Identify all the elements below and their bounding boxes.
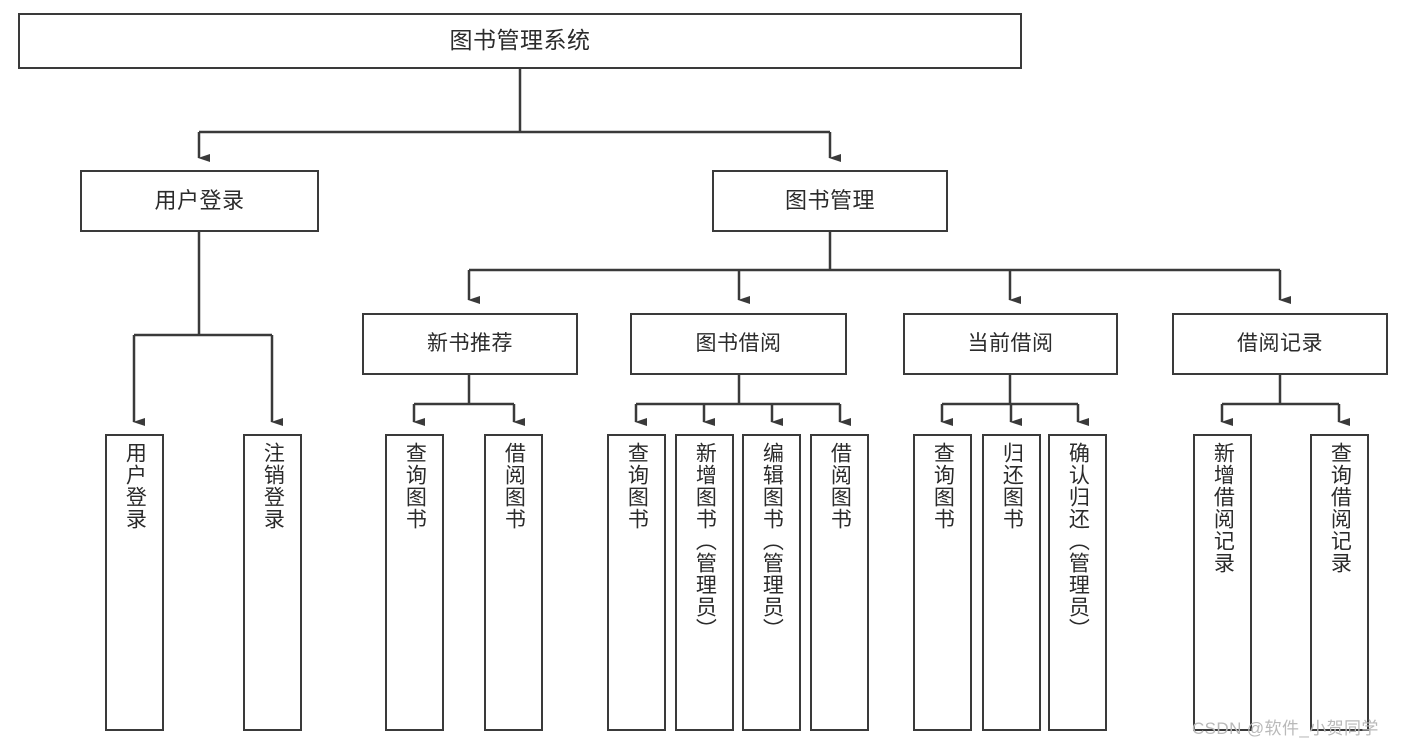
node-level3-borrow-record[interactable]: 借阅记录 bbox=[1172, 313, 1388, 375]
node-label: 借阅记录 bbox=[1237, 331, 1323, 355]
node-leaf-logout-login[interactable]: 注销登录 bbox=[243, 434, 302, 731]
node-leaf-query-book-current[interactable]: 查询图书 bbox=[913, 434, 972, 731]
node-label: 查询借阅记录 bbox=[1328, 442, 1352, 574]
node-label: 图书借阅 bbox=[695, 331, 782, 355]
node-label: 查询图书 bbox=[625, 442, 649, 530]
node-leaf-edit-book-admin[interactable]: 编辑图书（管理员） bbox=[742, 434, 801, 731]
node-label: 新增借阅记录 bbox=[1211, 442, 1235, 574]
node-leaf-confirm-return-admin[interactable]: 确认归还（管理员） bbox=[1048, 434, 1107, 731]
node-label: 注销登录 bbox=[261, 442, 285, 530]
node-root[interactable]: 图书管理系统 bbox=[18, 13, 1022, 69]
node-leaf-query-book-borrow[interactable]: 查询图书 bbox=[607, 434, 666, 731]
node-label: 新书推荐 bbox=[427, 331, 513, 355]
node-leaf-add-book-admin[interactable]: 新增图书（管理员） bbox=[675, 434, 734, 731]
node-label: 查询图书 bbox=[931, 442, 955, 530]
node-level3-current-borrow[interactable]: 当前借阅 bbox=[903, 313, 1118, 375]
node-leaf-borrow-book-recommend[interactable]: 借阅图书 bbox=[484, 434, 543, 731]
node-label: 归还图书 bbox=[1000, 442, 1024, 530]
node-label: 用户登录 bbox=[123, 442, 147, 530]
node-label: 当前借阅 bbox=[967, 331, 1054, 355]
node-level3-book-borrow[interactable]: 图书借阅 bbox=[630, 313, 847, 375]
node-label: 借阅图书 bbox=[828, 442, 852, 530]
node-level2-user-login[interactable]: 用户登录 bbox=[80, 170, 319, 232]
watermark: CSDN @软件_小贺同学 bbox=[1192, 719, 1379, 738]
node-leaf-add-borrow-record[interactable]: 新增借阅记录 bbox=[1193, 434, 1252, 731]
node-label: 查询图书 bbox=[403, 442, 427, 530]
node-level2-book-management[interactable]: 图书管理 bbox=[712, 170, 948, 232]
node-label: 图书管理 bbox=[784, 188, 875, 214]
node-label: 用户登录 bbox=[154, 188, 245, 214]
node-label: 新增图书（管理员） bbox=[693, 442, 717, 640]
node-leaf-user-login[interactable]: 用户登录 bbox=[105, 434, 164, 731]
node-leaf-query-borrow-record[interactable]: 查询借阅记录 bbox=[1310, 434, 1369, 731]
node-label: 图书管理系统 bbox=[449, 27, 591, 54]
node-label: 确认归还（管理员） bbox=[1066, 442, 1090, 640]
node-leaf-query-book-recommend[interactable]: 查询图书 bbox=[385, 434, 444, 731]
node-leaf-borrow-book[interactable]: 借阅图书 bbox=[810, 434, 869, 731]
node-leaf-return-book[interactable]: 归还图书 bbox=[982, 434, 1041, 731]
node-label: 借阅图书 bbox=[502, 442, 526, 530]
node-level3-new-book-recommend[interactable]: 新书推荐 bbox=[362, 313, 578, 375]
node-label: 编辑图书（管理员） bbox=[760, 442, 784, 640]
